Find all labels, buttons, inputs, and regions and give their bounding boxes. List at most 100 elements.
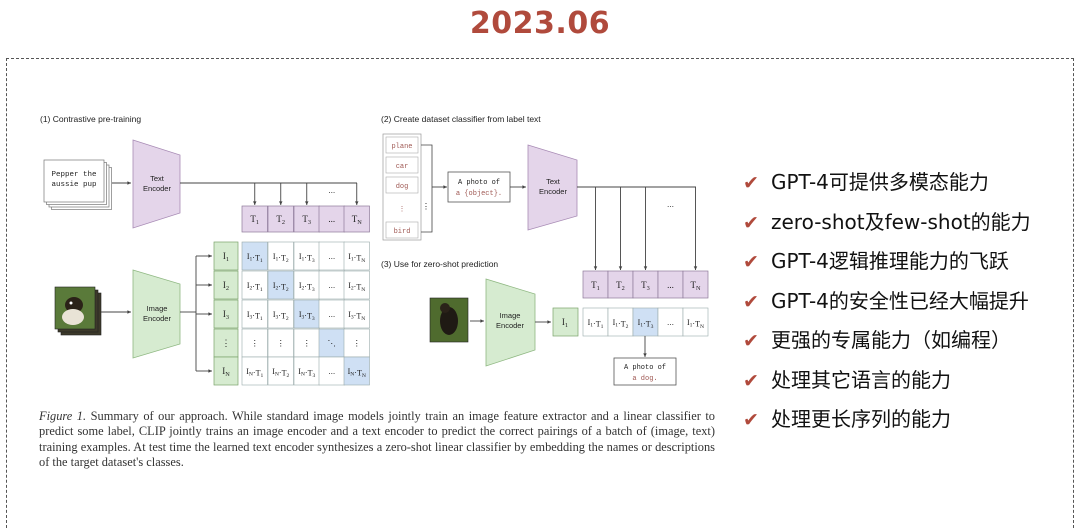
text-input-line: Pepper the xyxy=(51,171,96,179)
ellipsis: ... xyxy=(328,251,335,261)
similarity-label: I1·T2 xyxy=(613,318,629,330)
content-frame xyxy=(6,58,1074,528)
feature-text: GPT-4的安全性已经大幅提升 xyxy=(771,288,1029,313)
feature-item: ✔ 处理更长序列的能力 xyxy=(743,400,1031,440)
feature-item: ✔zero-shot及few-shot的能力 xyxy=(743,203,1031,243)
caption-text: Summary of our approach. While standard … xyxy=(39,409,715,470)
feature-text: 处理更长序列的能力 xyxy=(771,407,951,431)
similarity-cell xyxy=(343,241,370,271)
similarity-cell xyxy=(318,328,345,358)
feature-list: ✔GPT-4可提供多模态能力✔zero-shot及few-shot的能力✔GPT… xyxy=(743,163,1031,440)
similarity-cell xyxy=(293,328,320,358)
similarity-cell xyxy=(293,299,320,329)
class-label: dog xyxy=(396,183,409,191)
similarity-cell xyxy=(241,241,268,271)
similarity-label: IN·TN xyxy=(348,367,366,379)
arrow-head xyxy=(208,254,212,258)
text-input-line: aussie pup xyxy=(51,181,96,189)
similarity-cell xyxy=(267,328,294,358)
similarity-label: IN·T2 xyxy=(272,367,289,379)
image-token-label: I1 xyxy=(562,317,568,329)
feature-item: ✔ 处理其它语言的能力 xyxy=(743,361,1031,401)
check-icon: ✔ xyxy=(743,369,759,392)
dog-eye xyxy=(69,301,73,305)
ellipsis: ⋱ xyxy=(328,338,337,348)
similarity-label: I1·T1 xyxy=(247,252,263,264)
similarity-cell xyxy=(343,328,370,358)
text-token-label: TN xyxy=(352,214,363,226)
check-icon: ✔ xyxy=(743,251,759,273)
arrow-head xyxy=(547,320,551,324)
check-icon: ✔ xyxy=(743,172,759,194)
image-token-label: I1 xyxy=(223,251,229,263)
similarity-label: I1·TN xyxy=(687,318,704,330)
check-icon: ✔ xyxy=(743,409,759,431)
ellipsis: ... xyxy=(667,199,674,209)
similarity-cell xyxy=(318,356,345,386)
figure-label: Figure 1. xyxy=(39,409,87,423)
ellipsis: ... xyxy=(328,309,335,319)
image-token xyxy=(213,328,239,358)
class-label: plane xyxy=(391,143,412,151)
ellipsis: ⋮ xyxy=(422,201,431,211)
arrow-head xyxy=(208,283,212,287)
similarity-cell xyxy=(267,356,294,386)
ellipsis: ⋮ xyxy=(303,338,312,348)
similarity-cell xyxy=(241,356,268,386)
encoder-label: Image xyxy=(147,304,168,313)
similarity-cell xyxy=(293,241,320,271)
image-token-label: I2 xyxy=(223,280,229,292)
similarity-cell xyxy=(293,356,320,386)
similarity-label: I1·TN xyxy=(348,252,365,264)
similarity-cell xyxy=(293,270,320,300)
similarity-label: I2·T1 xyxy=(247,281,263,293)
text-token xyxy=(293,205,320,233)
similarity-cell xyxy=(241,328,268,358)
similarity-label: IN·T3 xyxy=(298,367,315,379)
encoder-label: Text xyxy=(150,174,165,183)
similarity-cell xyxy=(267,270,294,300)
arrow-head xyxy=(127,310,131,314)
similarity-cell xyxy=(343,299,370,329)
similarity-cell xyxy=(318,270,345,300)
ellipsis: ⋮ xyxy=(353,338,362,348)
similarity-cell xyxy=(632,307,659,337)
page-title: 2023.06 xyxy=(469,6,611,41)
section-title: (3) Use for zero-shot prediction xyxy=(381,259,498,269)
similarity-label: I3·TN xyxy=(348,310,365,322)
image-token xyxy=(213,270,239,300)
similarity-cell xyxy=(657,307,684,337)
similarity-cell xyxy=(343,270,370,300)
text-card xyxy=(43,159,105,203)
similarity-cell xyxy=(241,270,268,300)
text-token xyxy=(241,205,268,233)
arrow-head xyxy=(443,185,447,189)
image-encoder xyxy=(485,278,536,367)
class-label: ⋮ xyxy=(399,206,406,214)
check-icon: ✔ xyxy=(743,211,759,234)
check-icon: ✔ xyxy=(743,290,759,313)
similarity-cell xyxy=(582,307,609,337)
template-line: a {object}. xyxy=(456,190,502,198)
image-token-label: I3 xyxy=(223,309,229,321)
text-token xyxy=(682,270,709,299)
text-encoder xyxy=(132,139,181,229)
similarity-label: I2·TN xyxy=(348,281,365,293)
clip-diagram: (1) Contrastive pre-training(2) Create d… xyxy=(40,114,709,386)
section-title: (2) Create dataset classifier from label… xyxy=(381,114,541,124)
check-icon: ✔ xyxy=(743,330,759,352)
template-box xyxy=(447,171,511,203)
dog-silhouette xyxy=(440,303,450,313)
feature-text: 处理其它语言的能力 xyxy=(771,367,951,392)
encoder-label: Text xyxy=(546,177,561,186)
arrow-head xyxy=(253,201,257,205)
similarity-cell xyxy=(343,356,370,386)
text-token-label: T2 xyxy=(276,214,285,226)
arrow-head xyxy=(305,201,309,205)
feature-text: GPT-4逻辑推理能力的飞跃 xyxy=(771,249,1009,273)
image-token xyxy=(213,299,239,329)
arrow-head xyxy=(643,266,648,270)
similarity-cell xyxy=(267,241,294,271)
feature-item: ✔更强的专属能力（如编程） xyxy=(743,321,1031,361)
text-token xyxy=(267,205,294,233)
